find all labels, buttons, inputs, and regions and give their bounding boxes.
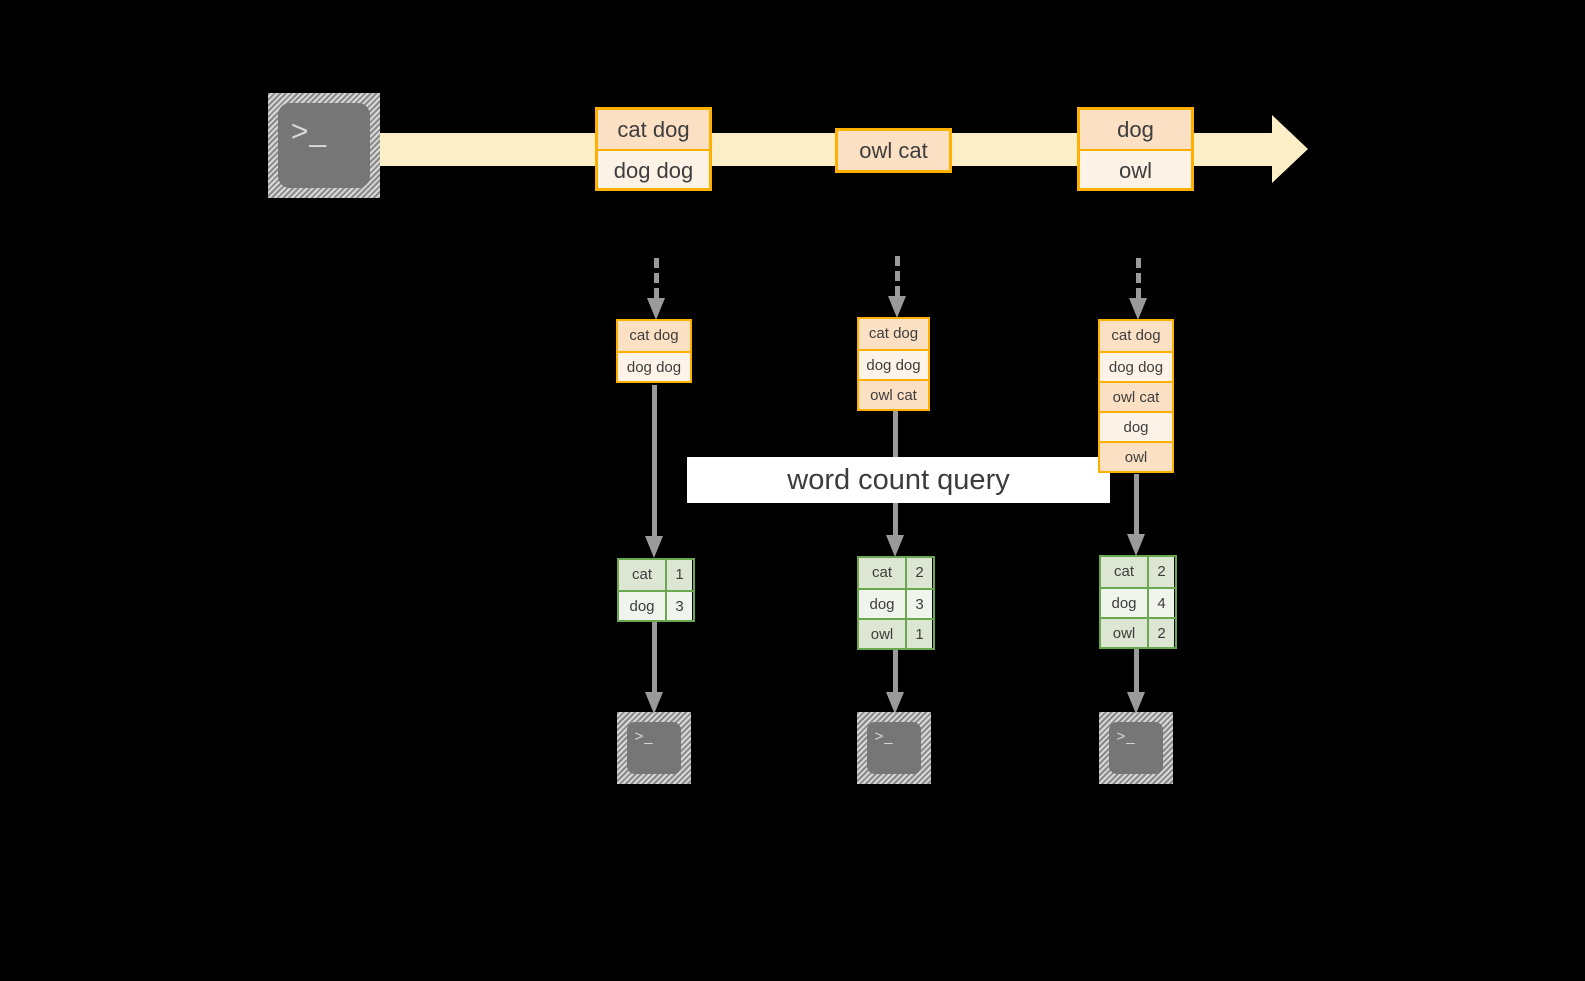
result-word: owl [1101, 619, 1147, 647]
result-word: cat [859, 558, 905, 588]
result-count: 4 [1147, 589, 1174, 617]
sink-terminal-icon-3: >_ [1099, 712, 1173, 784]
stream-batch-line: dog dog [598, 149, 709, 188]
result-count: 2 [1147, 557, 1174, 587]
connector-arrowhead [1127, 534, 1145, 556]
connector-stem [1136, 258, 1141, 298]
connector-arrowhead [886, 535, 904, 557]
terminal-screen: >_ [278, 103, 370, 188]
state-line: cat dog [618, 321, 690, 351]
state-line: owl cat [1100, 381, 1172, 411]
state-line: dog dog [859, 349, 928, 379]
state-line: dog dog [1100, 351, 1172, 381]
connector-stem [652, 620, 657, 694]
query-banner: word count query [687, 457, 1110, 503]
stream-timeline-arrowhead [1272, 115, 1308, 183]
result-count: 2 [1147, 619, 1174, 647]
stream-batch-line: dog [1080, 110, 1191, 149]
connector-arrowhead [1127, 692, 1145, 714]
table-row: cat 2 [1101, 557, 1175, 587]
stream-batch-2: owl cat [835, 128, 952, 173]
accumulated-state-1: cat dog dog dog [616, 319, 692, 383]
word-count-result-2: cat 2 dog 3 owl 1 [857, 556, 935, 650]
stream-batch-3: dog owl [1077, 107, 1194, 191]
table-row: dog 4 [1101, 587, 1175, 617]
accumulated-state-3: cat dog dog dog owl cat dog owl [1098, 319, 1174, 473]
source-terminal-icon: >_ [268, 93, 380, 198]
terminal-screen: >_ [1109, 722, 1163, 774]
result-word: dog [859, 590, 905, 618]
connector-arrowhead [886, 692, 904, 714]
query-banner-label: word count query [787, 463, 1010, 496]
word-count-result-3: cat 2 dog 4 owl 2 [1099, 555, 1177, 649]
stream-batch-1: cat dog dog dog [595, 107, 712, 191]
word-count-result-1: cat 1 dog 3 [617, 558, 695, 622]
state-line: dog [1100, 411, 1172, 441]
result-word: cat [1101, 557, 1147, 587]
terminal-prompt-glyph: >_ [1116, 728, 1136, 746]
connector-stem [652, 385, 657, 538]
connector-stem [654, 258, 659, 298]
stream-batch-line: owl cat [838, 131, 949, 170]
result-count: 1 [905, 620, 932, 648]
result-word: owl [859, 620, 905, 648]
state-line: owl cat [859, 379, 928, 409]
connector-stem [1134, 648, 1139, 694]
table-row: cat 1 [619, 560, 693, 590]
connector-arrowhead [888, 296, 906, 318]
table-row: dog 3 [619, 590, 693, 620]
table-row: owl 1 [859, 618, 933, 648]
result-count: 1 [665, 560, 692, 590]
connector-arrowhead [645, 692, 663, 714]
table-row: owl 2 [1101, 617, 1175, 647]
connector-arrowhead [645, 536, 663, 558]
connector-stem [1134, 474, 1139, 536]
sink-terminal-icon-1: >_ [617, 712, 691, 784]
state-line: owl [1100, 441, 1172, 471]
result-count: 3 [665, 592, 692, 620]
stream-batch-line: owl [1080, 149, 1191, 188]
stream-batch-line: cat dog [598, 110, 709, 149]
table-row: dog 3 [859, 588, 933, 618]
sink-terminal-icon-2: >_ [857, 712, 931, 784]
terminal-prompt-glyph: >_ [874, 728, 894, 746]
state-line: dog dog [618, 351, 690, 381]
terminal-screen: >_ [867, 722, 921, 774]
result-count: 3 [905, 590, 932, 618]
table-row: cat 2 [859, 558, 933, 588]
result-count: 2 [905, 558, 932, 588]
terminal-prompt-glyph: >_ [290, 114, 328, 148]
state-line: cat dog [859, 319, 928, 349]
connector-stem [895, 256, 900, 296]
accumulated-state-2: cat dog dog dog owl cat [857, 317, 930, 411]
connector-arrowhead [1129, 298, 1147, 320]
connector-arrowhead [647, 298, 665, 320]
result-word: dog [1101, 589, 1147, 617]
state-line: cat dog [1100, 321, 1172, 351]
result-word: dog [619, 592, 665, 620]
terminal-screen: >_ [627, 722, 681, 774]
terminal-prompt-glyph: >_ [634, 728, 654, 746]
result-word: cat [619, 560, 665, 590]
connector-stem [893, 650, 898, 694]
